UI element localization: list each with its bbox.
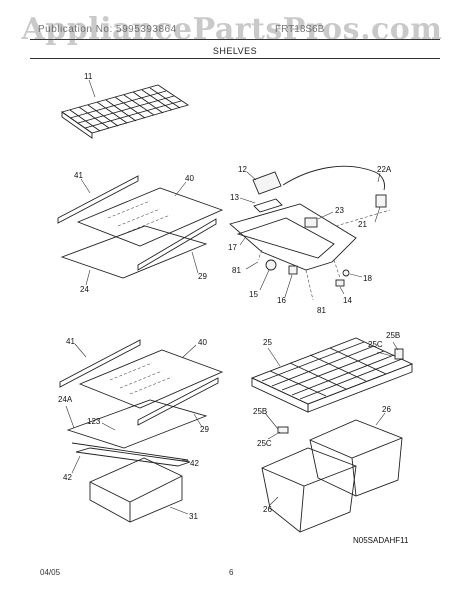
callout-21: 21 bbox=[358, 220, 367, 229]
rail-123 bbox=[71, 442, 189, 461]
callout-42-left: 42 bbox=[63, 473, 72, 482]
shelf-trim-rear-29 bbox=[137, 218, 217, 271]
slide-25B-top bbox=[394, 348, 404, 360]
callout-40-lower: 40 bbox=[198, 338, 207, 347]
callout-15: 15 bbox=[249, 290, 258, 299]
callout-16: 16 bbox=[277, 296, 286, 305]
callout-13: 13 bbox=[230, 193, 239, 202]
callout-81-bottom: 81 bbox=[317, 306, 326, 315]
callout-26-right: 26 bbox=[382, 405, 391, 414]
callout-25B-bottom: 25B bbox=[253, 407, 267, 416]
diagram-code: N05SADAHF11 bbox=[353, 536, 409, 545]
glass-panel-40b bbox=[78, 349, 224, 409]
crisper-drawer-26-rear bbox=[309, 419, 403, 497]
glass-panel-40 bbox=[76, 187, 224, 247]
callout-25B-top: 25B bbox=[386, 331, 400, 340]
callout-40-upper: 40 bbox=[185, 174, 194, 183]
wire-shelf-11[interactable] bbox=[60, 84, 190, 139]
control-housing-17 bbox=[229, 203, 357, 271]
footer-date: 04/05 bbox=[40, 568, 61, 577]
header-rule-bottom bbox=[30, 58, 440, 59]
callout-29-upper: 29 bbox=[198, 272, 207, 281]
callout-22A: 22A bbox=[377, 165, 392, 174]
callout-18: 18 bbox=[363, 274, 372, 283]
light-bulb-15 bbox=[265, 259, 277, 271]
shelf-trim-rear-29b bbox=[137, 377, 219, 426]
callout-26-left: 26 bbox=[263, 505, 272, 514]
callout-41-upper: 41 bbox=[74, 171, 83, 180]
glass-shelf-assembly-upper[interactable] bbox=[57, 175, 224, 279]
callout-31: 31 bbox=[189, 512, 198, 521]
callout-14: 14 bbox=[343, 296, 352, 305]
callout-24: 24 bbox=[80, 285, 89, 294]
callout-12: 12 bbox=[238, 165, 247, 174]
callout-123: 123 bbox=[87, 417, 101, 426]
callout-25C-top: 25C bbox=[368, 340, 383, 349]
connector-21 bbox=[375, 194, 387, 208]
wire-harness-22A bbox=[282, 165, 385, 191]
crisper-drawer-26-front bbox=[261, 447, 357, 533]
slide-25B-bottom bbox=[277, 426, 289, 434]
shelf-frame-24 bbox=[60, 225, 208, 279]
callout-11: 11 bbox=[84, 72, 93, 81]
screw-18 bbox=[342, 269, 350, 277]
page-header: Publication No: 5995393864 FRT18S6B SHEL… bbox=[30, 22, 440, 59]
thermostat-23 bbox=[304, 217, 318, 228]
callout-42-right: 42 bbox=[190, 459, 199, 468]
callout-81-left: 81 bbox=[232, 266, 241, 275]
control-knob-12 bbox=[252, 171, 282, 195]
header-rule-top bbox=[30, 39, 440, 40]
callout-41-lower: 41 bbox=[66, 337, 75, 346]
footer-page-number: 6 bbox=[229, 568, 234, 577]
callout-25C-bottom: 25C bbox=[257, 439, 272, 448]
control-housing-assembly[interactable] bbox=[229, 165, 387, 287]
shelf-trim-front-41b bbox=[59, 339, 141, 388]
glass-shelf-assembly-lower[interactable] bbox=[59, 339, 224, 523]
section-title: SHELVES bbox=[212, 46, 258, 56]
crisper-pan-31 bbox=[89, 457, 183, 523]
rail-42 bbox=[75, 447, 191, 467]
shelf-frame-24A bbox=[66, 399, 208, 449]
model-number: FRT18S6B bbox=[275, 24, 325, 35]
shelf-trim-front-41 bbox=[57, 175, 139, 224]
bracket-13 bbox=[253, 198, 283, 213]
callout-25: 25 bbox=[263, 338, 272, 347]
callout-17: 17 bbox=[228, 243, 237, 252]
header-row: Publication No: 5995393864 FRT18S6B bbox=[30, 22, 440, 38]
crisper-assembly[interactable] bbox=[250, 337, 414, 533]
callout-29-lower: 29 bbox=[200, 425, 209, 434]
clip-14 bbox=[335, 279, 345, 287]
callout-23: 23 bbox=[335, 206, 344, 215]
callout-24A: 24A bbox=[58, 395, 73, 404]
socket-16 bbox=[288, 265, 298, 275]
publication-number: Publication No: 5995393864 bbox=[38, 24, 177, 35]
